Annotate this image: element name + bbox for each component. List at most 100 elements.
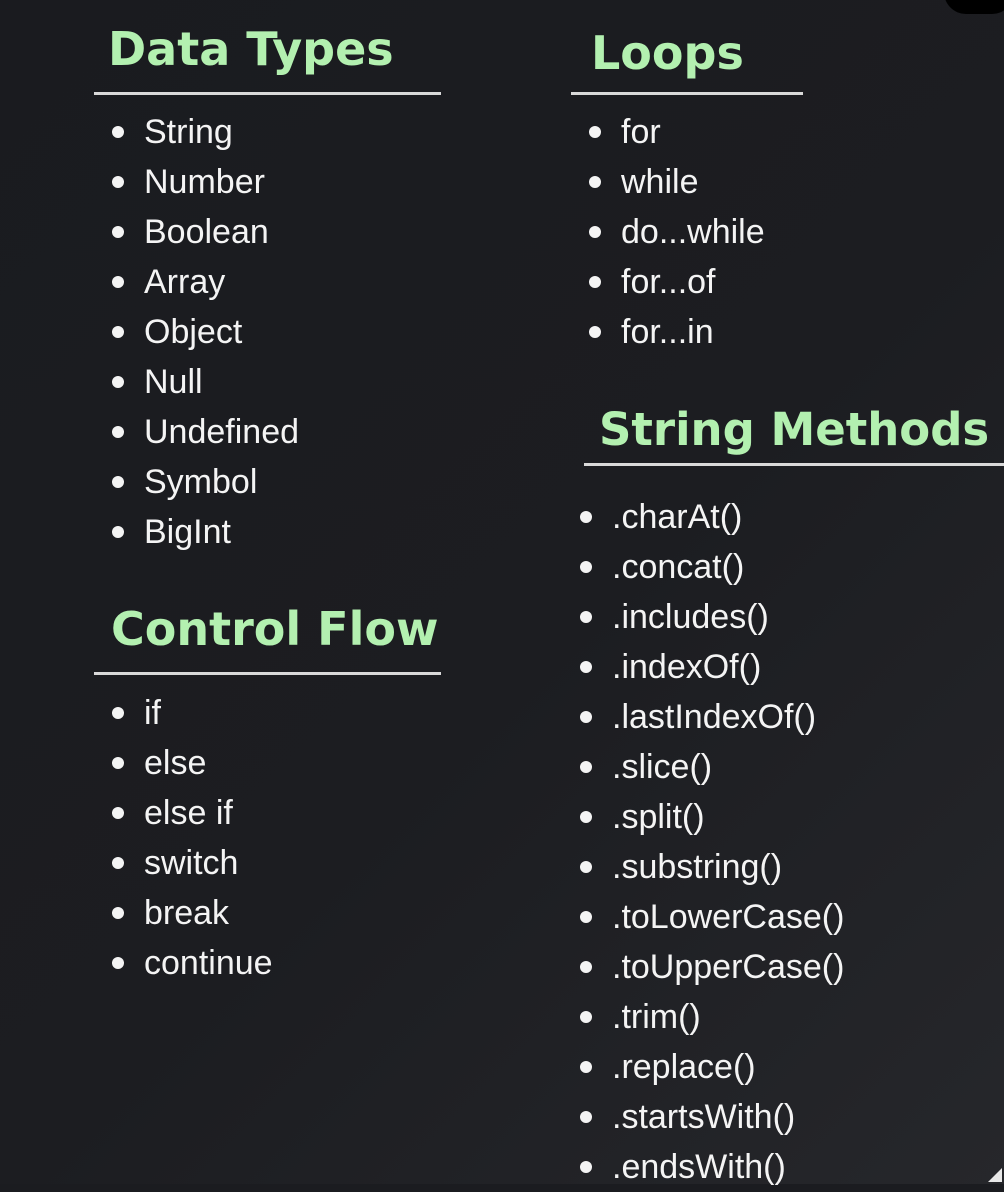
resize-corner-icon <box>988 1168 1002 1182</box>
list-item-label: else if <box>144 794 233 832</box>
bullet-icon <box>589 226 601 238</box>
list-item-label: .replace() <box>612 1048 756 1086</box>
list-item: .toLowerCase() <box>580 892 1000 942</box>
list-item: .endsWith() <box>580 1142 1000 1192</box>
loops-divider <box>571 92 803 95</box>
list-item-label: .startsWith() <box>612 1098 796 1136</box>
bullet-icon <box>580 861 592 873</box>
control-flow-heading: Control Flow <box>111 602 439 656</box>
list-item-label: break <box>144 894 230 932</box>
bullet-icon <box>580 911 592 923</box>
bullet-icon <box>580 761 592 773</box>
bullet-icon <box>589 126 601 138</box>
list-item-label: Object <box>144 313 243 351</box>
bullet-icon <box>580 661 592 673</box>
bullet-icon <box>112 176 124 188</box>
list-item-label: .toLowerCase() <box>612 898 845 936</box>
list-item-label: .concat() <box>612 548 745 586</box>
list-item: Null <box>112 357 442 407</box>
list-item: continue <box>112 938 442 988</box>
list-item-label: .includes() <box>612 598 769 636</box>
list-item-label: Null <box>144 363 203 401</box>
bullet-icon <box>112 276 124 288</box>
list-item: else if <box>112 788 442 838</box>
list-item: .slice() <box>580 742 1000 792</box>
bullet-icon <box>580 1161 592 1173</box>
list-item-label: .indexOf() <box>612 648 762 686</box>
list-item: do...while <box>589 207 919 257</box>
list-item-label: .slice() <box>612 748 713 786</box>
list-item: .startsWith() <box>580 1092 1000 1142</box>
control-flow-divider <box>94 672 441 675</box>
list-item: Boolean <box>112 207 442 257</box>
bullet-icon <box>112 376 124 388</box>
list-item: if <box>112 688 442 738</box>
bullet-icon <box>580 811 592 823</box>
data-types-divider <box>94 92 441 95</box>
bullet-icon <box>580 511 592 523</box>
list-item: .charAt() <box>580 492 1000 542</box>
list-item: .replace() <box>580 1042 1000 1092</box>
loops-heading: Loops <box>591 26 744 80</box>
list-item: Undefined <box>112 407 442 457</box>
list-item: .toUpperCase() <box>580 942 1000 992</box>
list-item: break <box>112 888 442 938</box>
list-item: Object <box>112 307 442 357</box>
data-types-heading: Data Types <box>108 22 394 76</box>
list-item-label: if <box>144 694 161 732</box>
bullet-icon <box>112 326 124 338</box>
list-item-label: for...in <box>621 313 714 351</box>
list-item: while <box>589 157 919 207</box>
list-item-label: BigInt <box>144 513 231 551</box>
list-item-label: Symbol <box>144 463 258 501</box>
list-item-label: .lastIndexOf() <box>612 698 817 736</box>
string-methods-list: .charAt() .concat() .includes() .indexOf().… <box>580 492 1000 1192</box>
bullet-icon <box>112 426 124 438</box>
bullet-icon <box>112 476 124 488</box>
bullet-icon <box>580 1011 592 1023</box>
control-flow-list: if else else if switch break continue <box>112 688 442 988</box>
list-item: BigInt <box>112 507 442 557</box>
list-item-label: .toUpperCase() <box>612 948 845 986</box>
list-item-label: .charAt() <box>612 498 743 536</box>
list-item: for <box>589 107 919 157</box>
list-item-label: String <box>144 113 233 151</box>
bullet-icon <box>589 176 601 188</box>
list-item-label: .endsWith() <box>612 1148 786 1186</box>
list-item: .lastIndexOf() <box>580 692 1000 742</box>
list-item-label: .substring() <box>612 848 783 886</box>
list-item: .indexOf() <box>580 642 1000 692</box>
string-methods-heading: String Methods <box>599 403 990 456</box>
bullet-icon <box>112 957 124 969</box>
list-item-label: .split() <box>612 798 705 836</box>
list-item: Symbol <box>112 457 442 507</box>
list-item-label: Boolean <box>144 213 269 251</box>
list-item: Number <box>112 157 442 207</box>
bullet-icon <box>112 807 124 819</box>
list-item: .concat() <box>580 542 1000 592</box>
bullet-icon <box>589 326 601 338</box>
list-item-label: do...while <box>621 213 765 251</box>
bullet-icon <box>580 1111 592 1123</box>
list-item-label: continue <box>144 944 273 982</box>
list-item-label: else <box>144 744 207 782</box>
list-item-label: for <box>621 113 661 151</box>
list-item: .includes() <box>580 592 1000 642</box>
corner-overlay <box>944 0 1004 14</box>
list-item: .trim() <box>580 992 1000 1042</box>
list-item: .substring() <box>580 842 1000 892</box>
bullet-icon <box>580 561 592 573</box>
list-item: switch <box>112 838 442 888</box>
list-item-label: .trim() <box>612 998 701 1036</box>
bullet-icon <box>112 526 124 538</box>
bullet-icon <box>580 961 592 973</box>
bullet-icon <box>112 907 124 919</box>
bullet-icon <box>580 1061 592 1073</box>
list-item: else <box>112 738 442 788</box>
bullet-icon <box>112 707 124 719</box>
bullet-icon <box>589 276 601 288</box>
bullet-icon <box>112 757 124 769</box>
